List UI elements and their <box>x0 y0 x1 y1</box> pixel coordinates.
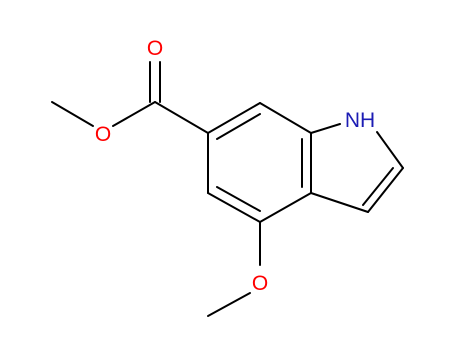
bond-methoxy-oxygen-to-methyl <box>207 292 251 317</box>
bond-c7-c7a <box>259 102 312 134</box>
bond-methyl-to-ester-oxygen <box>51 101 94 127</box>
methoxy-oxygen-label: O <box>252 272 268 295</box>
bond-carbonyl-to-ring <box>154 101 209 134</box>
bond-c2-c3-inner <box>362 167 394 206</box>
bond-c6-c7-inner <box>216 113 261 140</box>
bond-n1-c2 <box>376 131 404 169</box>
bond-ester-oxygen-to-carbonyl <box>112 101 156 127</box>
ester-oxygen-label: O <box>95 123 111 146</box>
bond-c3-c3a <box>310 192 369 213</box>
bond-c6-c7 <box>207 102 261 134</box>
bond-c4-c5 <box>207 192 261 223</box>
bond-c3a-c4 <box>259 192 312 223</box>
indole-nitrogen-label: NH <box>345 109 375 132</box>
carbonyl-oxygen-label: O <box>147 37 163 60</box>
bond-c7a-n1 <box>310 123 341 134</box>
bond-c4-c5-inner <box>216 186 261 212</box>
bond-c2-c3 <box>367 167 404 213</box>
